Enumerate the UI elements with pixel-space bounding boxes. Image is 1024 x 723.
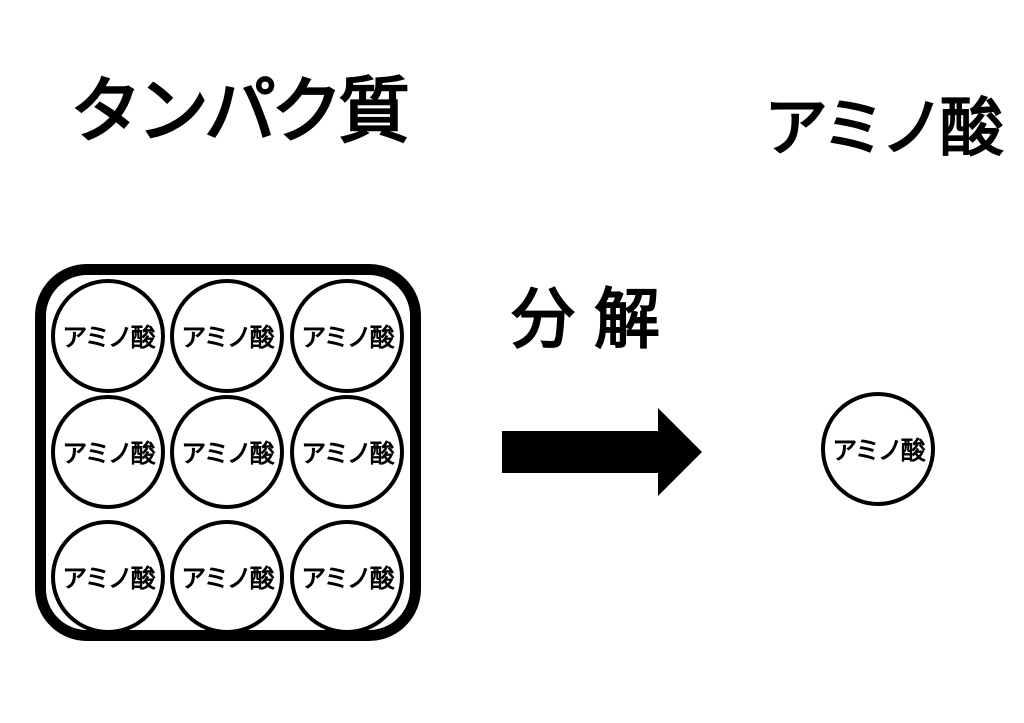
- amino-acid-unit: アミノ酸: [170, 520, 284, 634]
- process-label: 分解: [510, 282, 678, 356]
- amino-acid-unit: アミノ酸: [170, 279, 284, 393]
- arrow-head: [658, 408, 702, 496]
- amino-acid-unit: アミノ酸: [170, 395, 284, 509]
- amino-acid-unit: アミノ酸: [290, 279, 404, 393]
- amino-acid-unit: アミノ酸: [51, 520, 165, 634]
- amino-acid-unit: アミノ酸: [290, 395, 404, 509]
- arrow-body: [502, 431, 658, 473]
- amino-acid-unit: アミノ酸: [51, 279, 165, 393]
- amino-acid-unit: アミノ酸: [51, 395, 165, 509]
- amino-acid-unit: アミノ酸: [290, 520, 404, 634]
- product-amino-acid-circle: アミノ酸: [821, 392, 935, 506]
- amino-acid-title: アミノ酸: [764, 92, 1004, 164]
- protein-title: タンパク質: [70, 72, 410, 152]
